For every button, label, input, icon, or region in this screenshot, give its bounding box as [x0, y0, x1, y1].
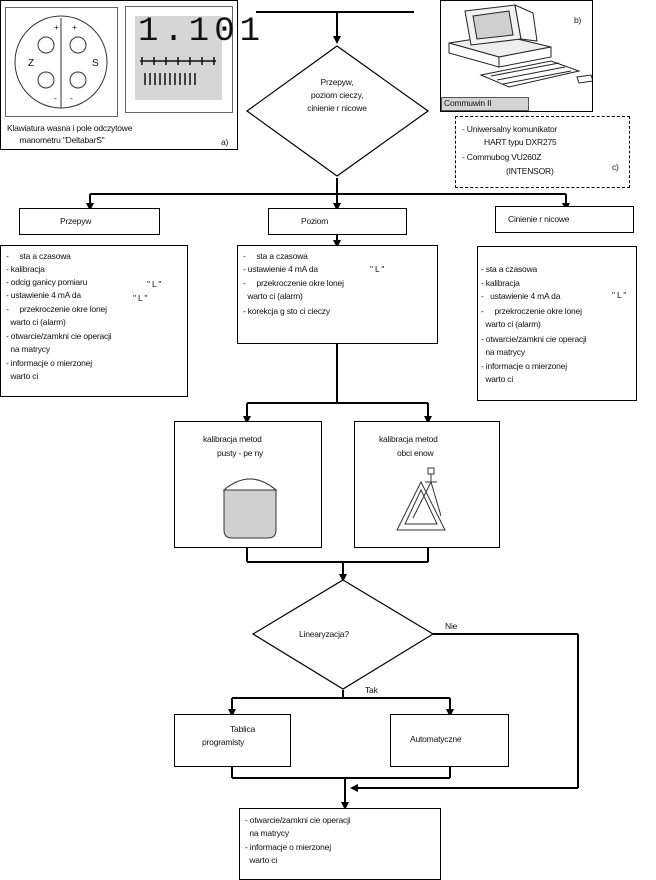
panel-tag-b: b) — [574, 15, 582, 25]
calibration-label: obci enow — [397, 448, 436, 458]
level-detail-item: warto ci (alarm) — [243, 291, 303, 301]
pressure-detail-item: warto ci (alarm) — [481, 319, 541, 329]
category-level-box: Poziom — [268, 208, 407, 235]
level-details-box: - sta a czasowa - ustawienie 4 mA da - p… — [237, 245, 438, 344]
result-auto-box: Automatyczne — [390, 714, 509, 767]
calibration-label: kalibracja metod — [203, 434, 264, 444]
decision-no-label: Nie — [445, 621, 458, 631]
flow-marker: " L " — [147, 279, 162, 289]
device-caption: Klawiatura wasna i pole odczytowe — [7, 123, 133, 133]
load-triangle-icon — [396, 467, 446, 531]
decision-top-line: poziom cieczy, — [310, 90, 364, 100]
tank-icon — [222, 478, 278, 539]
decision-shape-linearization — [251, 579, 435, 690]
key-button-top-right — [69, 36, 87, 54]
flow-detail-item: - otwarcie/zamkni cie operacji — [6, 331, 112, 341]
flow-detail-item: warto ci — [6, 371, 39, 381]
pressure-marker: " L " — [612, 290, 627, 300]
category-level-label: Poziom — [301, 216, 329, 226]
level-detail-item: - korekcja g sto ci cieczy — [243, 306, 330, 316]
level-detail-item: - ustawienie 4 mA da — [243, 264, 318, 274]
decision-linearization-label: Linearyzacja? — [299, 629, 349, 639]
flow-details-box: - sta a czasowa - kalibracja - odcig gan… — [0, 245, 188, 397]
calibration-load-box: kalibracja metod obci enow — [354, 421, 500, 548]
category-flow-label: Przepyw — [60, 216, 92, 226]
keypad-frame: + + - - Z S — [5, 7, 118, 117]
final-action-item: - informacje o mierzonej — [245, 842, 331, 852]
communicator-line: (INTENSOR) — [506, 166, 554, 176]
flow-detail-item: - odcig ganicy pomiaru — [6, 277, 88, 287]
pressure-detail-item: - ustawienie 4 mA da — [481, 291, 561, 301]
pressure-detail-item: - otwarcie/zamkni cie operacji — [481, 334, 587, 344]
level-detail-item: - przekroczenie okre lonej — [243, 278, 344, 288]
keypad-label-s: S — [92, 58, 99, 69]
computer-icon — [448, 4, 592, 88]
panel-tag-c: c) — [612, 162, 619, 172]
software-label: Commuwin II — [444, 98, 492, 108]
category-flow-box: Przepyw — [19, 208, 160, 235]
flow-marker: " L " — [133, 293, 148, 303]
final-action-item: - otwarcie/zamkni cie operacji — [245, 815, 351, 825]
display-value: 1.101 — [138, 13, 266, 51]
communicators-panel: - Uniwersalny komunikator HART typu DXR2… — [455, 116, 630, 188]
decision-top-line: Przepyw, — [320, 77, 354, 87]
category-pressure-box: Cinienie r nicowe — [495, 206, 634, 233]
pressure-detail-item: - kalibracja — [481, 278, 520, 288]
keypad-label: + — [54, 22, 59, 32]
flow-detail-item: - informacje o mierzonej — [6, 358, 92, 368]
flow-detail-item: na matrycy — [6, 344, 50, 354]
result-table-label: programisty — [202, 737, 245, 747]
computer-panel: b) Commuwin II — [440, 0, 593, 112]
keypad-label: - — [54, 93, 57, 103]
result-table-box: Tablica programisty — [174, 714, 291, 767]
calibration-label: kalibracja metod — [379, 434, 440, 444]
key-button-bottom-left — [37, 71, 55, 89]
device-caption: manometru "DeltabarS" — [19, 135, 105, 145]
final-action-item: warto ci — [245, 855, 278, 865]
decision-top-line: cinienie r nicowe — [307, 103, 367, 113]
decision-shape-top — [245, 45, 430, 177]
category-pressure-label: Cinienie r nicowe — [508, 214, 570, 224]
flow-detail-item: - kalibracja — [6, 264, 45, 274]
pressure-detail-item: warto ci — [481, 374, 514, 384]
pressure-detail-item: - sta a czasowa — [481, 264, 538, 274]
level-detail-item: - sta a czasowa — [243, 251, 308, 261]
flow-detail-item: warto ci (alarm) — [6, 317, 66, 327]
result-auto-label: Automatyczne — [410, 734, 462, 744]
level-marker: " L " — [370, 264, 385, 274]
calibration-empty-full-box: kalibracja metod pusty - pe ny — [174, 421, 322, 548]
result-table-label: Tablica — [230, 724, 256, 734]
keypad-label-z: Z — [28, 58, 34, 69]
keypad-label: - — [70, 93, 73, 103]
final-action-item: na matrycy — [245, 828, 289, 838]
pressure-detail-item: - przekroczenie okre lonej — [481, 306, 582, 316]
panel-tag-a: a) — [221, 137, 229, 147]
communicator-line: - Commubog VU260Z — [462, 152, 542, 162]
pressure-detail-item: na matrycy — [481, 347, 525, 357]
key-button-bottom-right — [69, 71, 87, 89]
display-frame: 1.101 — [125, 6, 260, 113]
device-panel: + + - - Z S 1.101 — [0, 0, 260, 150]
final-actions-box: - otwarcie/zamkni cie operacji na matryc… — [239, 808, 441, 880]
flow-detail-item: - przekroczenie okre lonej — [6, 304, 107, 314]
display-scale-graphic — [140, 57, 216, 85]
key-button-top-left — [37, 36, 55, 54]
keypad-graphic — [14, 15, 108, 109]
flow-detail-item: - ustawienie 4 mA da — [6, 290, 81, 300]
communicator-line: - Uniwersalny komunikator — [462, 124, 558, 134]
calibration-label: pusty - pe ny — [217, 448, 264, 458]
keypad-label: + — [72, 22, 77, 32]
software-label-bar — [441, 97, 529, 111]
communicator-line: HART typu DXR275 — [484, 137, 557, 147]
flow-detail-item: - sta a czasowa — [6, 251, 71, 261]
pressure-detail-item: - informacje o mierzonej — [481, 361, 567, 371]
decision-yes-label: Tak — [365, 685, 378, 695]
pressure-details-box: - sta a czasowa - kalibracja - ustawieni… — [477, 246, 637, 401]
